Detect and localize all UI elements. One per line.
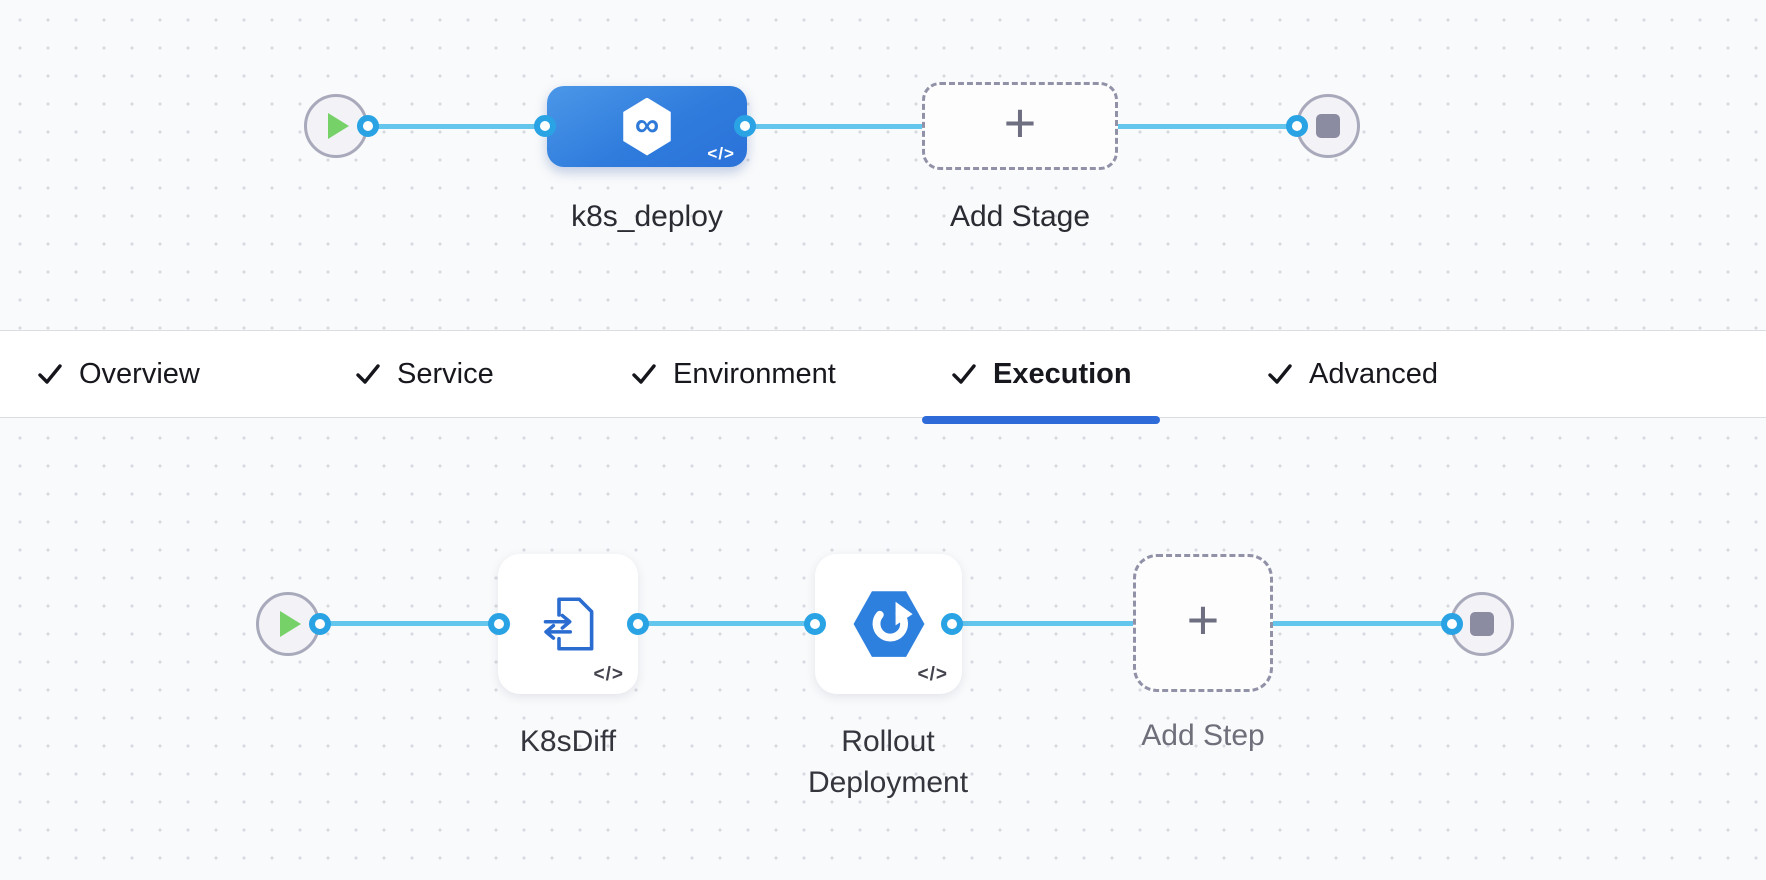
- edge-addstage-to-end: [1115, 124, 1300, 129]
- stage-config-tabbar: Overview Service Environment Execution A…: [0, 330, 1766, 424]
- tab-label: Overview: [79, 357, 200, 390]
- stage-pipeline-canvas[interactable]: ∞ </> k8s_deploy + Add Stage: [0, 0, 1766, 330]
- stage-hexagon-icon: ∞: [623, 97, 671, 156]
- port-start-out[interactable]: [357, 115, 379, 137]
- step-node-rollout-deployment[interactable]: </>: [815, 554, 962, 694]
- port-stage-out[interactable]: [734, 115, 756, 137]
- edge-rollout-to-addstep: [946, 621, 1136, 626]
- checkmark-icon: [1268, 364, 1292, 384]
- step-node-k8sdiff[interactable]: </>: [498, 554, 638, 694]
- step-label-k8sdiff: K8sDiff: [519, 725, 617, 758]
- code-badge-icon[interactable]: </>: [917, 664, 948, 685]
- play-icon: [280, 611, 301, 637]
- edge-addstep-to-end: [1270, 621, 1455, 626]
- tab-overview[interactable]: Overview: [36, 331, 200, 417]
- k8s-diff-icon: [543, 597, 594, 651]
- rollout-hexagon-icon: [853, 591, 924, 657]
- tab-execution[interactable]: Execution: [922, 331, 1160, 424]
- add-step-label: Add Step: [1141, 719, 1265, 752]
- infinity-icon: ∞: [634, 105, 660, 144]
- edge-start-to-stage: [362, 124, 550, 129]
- code-badge-icon[interactable]: </>: [707, 144, 735, 163]
- port-end-in[interactable]: [1286, 115, 1308, 137]
- add-step-button[interactable]: +: [1133, 554, 1273, 692]
- execution-steps-canvas[interactable]: </> K8sDiff </> Rollout Deployment + Add…: [0, 418, 1766, 880]
- add-stage-label: Add Stage: [949, 200, 1091, 233]
- port-k8sdiff-out[interactable]: [627, 613, 649, 635]
- port-exec-start-out[interactable]: [309, 613, 331, 635]
- step-label-rollout-deployment: Rollout Deployment: [807, 725, 969, 799]
- port-k8sdiff-in[interactable]: [488, 613, 510, 635]
- checkmark-icon: [952, 364, 976, 384]
- port-exec-end-in[interactable]: [1441, 613, 1463, 635]
- code-badge-icon[interactable]: </>: [593, 664, 624, 685]
- tab-advanced[interactable]: Advanced: [1266, 331, 1438, 417]
- edge-stage-to-addstage: [740, 124, 925, 129]
- stage-label: k8s_deploy: [571, 200, 723, 233]
- execution-start-node[interactable]: [256, 592, 320, 656]
- port-rollout-out[interactable]: [941, 613, 963, 635]
- stage-node-k8s-deploy[interactable]: ∞ </>: [547, 86, 747, 167]
- tab-label: Execution: [993, 357, 1132, 390]
- checkmark-icon: [38, 364, 62, 384]
- tab-label: Environment: [673, 357, 836, 390]
- tab-environment[interactable]: Environment: [630, 331, 836, 417]
- add-stage-button[interactable]: +: [922, 82, 1118, 170]
- checkmark-icon: [632, 364, 656, 384]
- tab-service[interactable]: Service: [354, 331, 494, 417]
- edge-k8sdiff-to-rollout: [632, 621, 820, 626]
- tab-label: Advanced: [1309, 357, 1438, 390]
- stop-icon: [1470, 612, 1494, 636]
- active-tab-underline: [922, 416, 1160, 424]
- checkmark-icon: [356, 364, 380, 384]
- edge-start-to-k8sdiff: [312, 621, 504, 626]
- stop-icon: [1316, 114, 1340, 138]
- port-stage-in[interactable]: [534, 115, 556, 137]
- play-icon: [328, 113, 349, 139]
- plus-icon: +: [1186, 588, 1220, 651]
- plus-icon: +: [1003, 91, 1037, 154]
- port-rollout-in[interactable]: [804, 613, 826, 635]
- tab-label: Service: [397, 357, 494, 390]
